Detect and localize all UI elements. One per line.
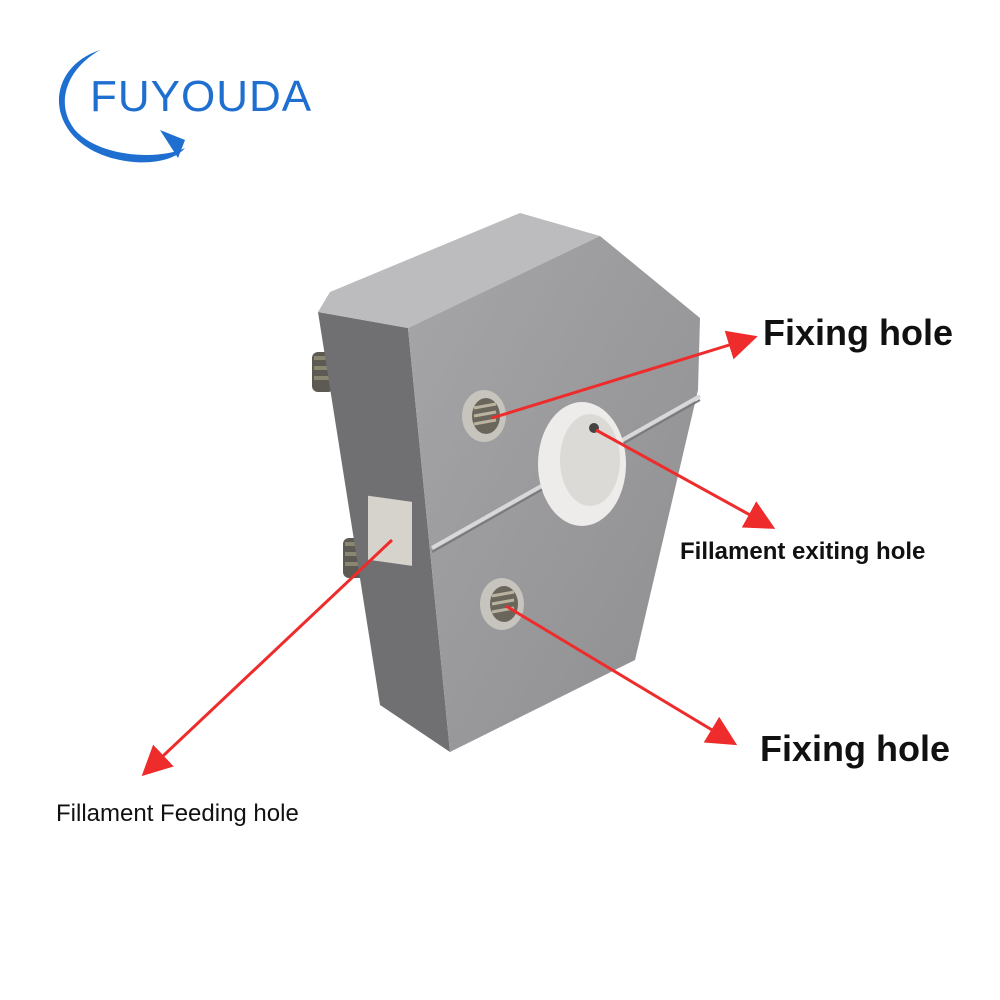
arrow-fixing-hole-bottom xyxy=(505,604,738,746)
label-filament-feeding-hole: Fillament Feeding hole xyxy=(56,800,299,827)
arrow-fixing-hole-top xyxy=(491,330,758,420)
filament-exiting-hole xyxy=(538,402,626,526)
arrow-filament-exit xyxy=(595,428,776,529)
label-fixing-hole-top: Fixing hole xyxy=(763,312,954,353)
arrow-filament-feeding xyxy=(141,538,394,777)
feeding-hole xyxy=(368,495,412,566)
block-top xyxy=(318,213,600,328)
fixing-hole-top xyxy=(462,390,506,442)
brand-name: FUYOUDA xyxy=(90,72,313,121)
fixing-hole-bottom xyxy=(480,578,524,630)
label-fixing-hole-bottom: Fixing hole xyxy=(760,728,951,769)
logo-swoosh-icon xyxy=(58,50,185,163)
label-filament-exiting-hole: Fillament exiting hole xyxy=(680,538,926,565)
brand-logo: FUYOUDA xyxy=(40,40,340,180)
